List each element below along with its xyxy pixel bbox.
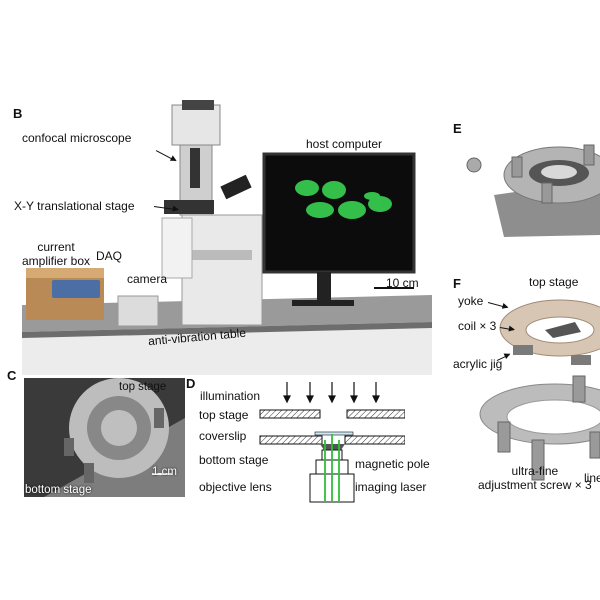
label-d-top-stage: top stage [199, 408, 249, 422]
label-imaging-laser: imaging laser [355, 480, 427, 494]
label-coverslip: coverslip [199, 429, 247, 443]
panel-f-letter: F [453, 276, 461, 291]
label-xy-stage: X-Y translational stage [14, 199, 135, 213]
label-scale-10cm: 10 cm [386, 276, 419, 290]
label-yoke: yoke [458, 294, 484, 308]
panel-d-letter: D [186, 376, 196, 391]
label-d-bottom-stage: bottom stage [199, 453, 269, 467]
label-c-bottom-stage: bottom stage [25, 484, 92, 496]
label-confocal-microscope: confocal microscope [22, 131, 132, 145]
label-illumination: illumination [200, 389, 261, 403]
label-acrylic-jig: acrylic jig [453, 357, 503, 371]
top-stage-render [499, 299, 600, 365]
label-line-cut: line [584, 471, 600, 485]
label-c-scale: 1 cm [152, 466, 177, 478]
label-coil: coil × 3 [458, 319, 497, 333]
panel-c-photo [24, 378, 185, 497]
bottom-stage-render [479, 375, 600, 481]
microscope-setup-illustration [22, 100, 432, 375]
label-current-amplifier: current amplifier box [22, 240, 91, 268]
label-daq: DAQ [96, 249, 123, 263]
panel-b-letter: B [13, 106, 23, 121]
label-c-top-stage: top stage [119, 381, 167, 393]
stage-schematic [259, 382, 405, 503]
stage-render-e [466, 144, 600, 237]
label-camera: camera [127, 272, 168, 286]
label-host-computer: host computer [306, 137, 383, 151]
panel-e-render [464, 125, 600, 240]
label-adjustment-screw: ultra-fine adjustment screw × 3 [478, 464, 592, 492]
panel-b-photo [22, 100, 432, 375]
panel-c-letter: C [7, 368, 17, 383]
panel-e-letter: E [453, 121, 462, 136]
stage-photo-illustration [24, 378, 185, 497]
label-objective-lens: objective lens [199, 480, 272, 494]
label-f-top-stage: top stage [529, 275, 579, 289]
label-magnetic-pole: magnetic pole [355, 457, 430, 471]
